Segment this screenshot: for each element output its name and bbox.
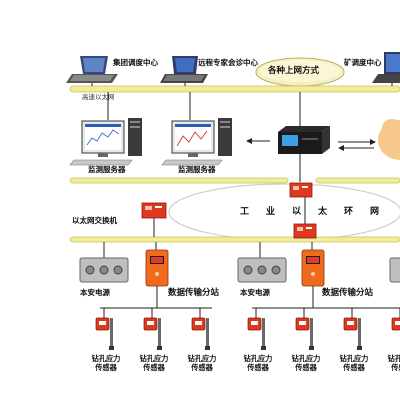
- stress-sensor: [343, 308, 362, 350]
- power-supply-1: [79, 257, 129, 283]
- label-server-2: 监测服务器: [178, 165, 216, 174]
- sensor-label-line1: 钻孔应力: [339, 354, 369, 363]
- industrial-ethernet-ring: [168, 183, 400, 241]
- sensor-label-line1: 钻孔应力: [291, 354, 321, 363]
- power-supply-3-partial: [389, 257, 400, 283]
- monitor-server-1: [69, 118, 142, 166]
- label-mine-center: 矿调度中心: [344, 58, 382, 67]
- label-server-1: 监测服务器: [88, 165, 126, 174]
- sensor-label-line2: 传感器: [95, 363, 117, 372]
- label-power-2: 本安电源: [240, 288, 270, 297]
- monitor-server-2: [161, 118, 232, 166]
- sensor-label-line2: 传感器: [343, 363, 365, 372]
- sensor-label-line1: 钻孔应力: [387, 354, 400, 363]
- sensor-label-line1: 钻孔应力: [139, 354, 169, 363]
- stress-sensor: [191, 308, 210, 350]
- data-station-2: [301, 249, 325, 287]
- laptop-mine-center: [372, 52, 400, 83]
- ring-char-6: 网: [370, 207, 380, 217]
- sensor-label: 钻孔应力传感器: [88, 354, 124, 372]
- stress-sensor: [247, 308, 266, 350]
- ring-switch-bottom: [293, 223, 317, 239]
- ring-char-3: 以: [292, 207, 302, 217]
- stress-sensor: [95, 308, 114, 350]
- label-ethernet: 高速以太网: [82, 93, 115, 101]
- sensor-label-line2: 传感器: [295, 363, 317, 372]
- ring-char-1: 工: [240, 207, 250, 217]
- label-remote-expert: 远程专家会诊中心: [198, 58, 258, 67]
- label-group-center: 集团调度中心: [113, 58, 158, 67]
- ring-char-4: 太: [318, 207, 328, 217]
- stress-sensor: [391, 308, 400, 331]
- sensor-label: 钻孔应力传感器: [184, 354, 220, 372]
- ring-switch-top: [289, 182, 313, 198]
- gateway-device: [278, 126, 330, 154]
- stress-sensor: [295, 308, 314, 350]
- sensor-label-line2: 传感器: [247, 363, 269, 372]
- laptop-remote-expert: [160, 56, 208, 83]
- data-station-1: [145, 249, 169, 287]
- ethernet-switch: [141, 202, 167, 219]
- sensor-label: 钻孔应力传感器: [240, 354, 276, 372]
- internet-bubble: [255, 57, 345, 87]
- laptop-group-center: [66, 56, 118, 83]
- label-power-1: 本安电源: [80, 288, 110, 297]
- label-station-2: 数据传输分站: [322, 288, 374, 298]
- sensor-label-line2: 传感器: [191, 363, 213, 372]
- power-supply-2: [237, 257, 287, 283]
- ring-bus-left: [69, 177, 289, 184]
- sensor-label-line1: 钻孔应力: [187, 354, 217, 363]
- sensor-label: 钻孔应力传感器: [136, 354, 172, 372]
- sensor-label-line2: 传感器: [143, 363, 165, 372]
- stress-sensor: [143, 308, 162, 350]
- sensor-label-line1: 钻孔应力: [91, 354, 121, 363]
- label-ethernet-switch: 以太网交换机: [72, 216, 117, 225]
- label-internet-bubble: 各种上网方式: [268, 66, 320, 76]
- field-bus: [69, 236, 400, 243]
- sensor-label: 钻孔应力传感器: [288, 354, 324, 372]
- ring-char-2: 业: [266, 207, 276, 217]
- cloud-icon: [378, 119, 400, 160]
- ring-bus-right: [315, 177, 400, 184]
- ring-char-5: 环: [344, 207, 354, 217]
- sensor-label-line2: 传感器: [391, 363, 400, 372]
- sensor-label: 钻孔应力传感器: [336, 354, 372, 372]
- sensor-label-line1: 钻孔应力: [243, 354, 273, 363]
- ethernet-bus: [69, 85, 400, 93]
- label-station-1: 数据传输分站: [168, 288, 220, 298]
